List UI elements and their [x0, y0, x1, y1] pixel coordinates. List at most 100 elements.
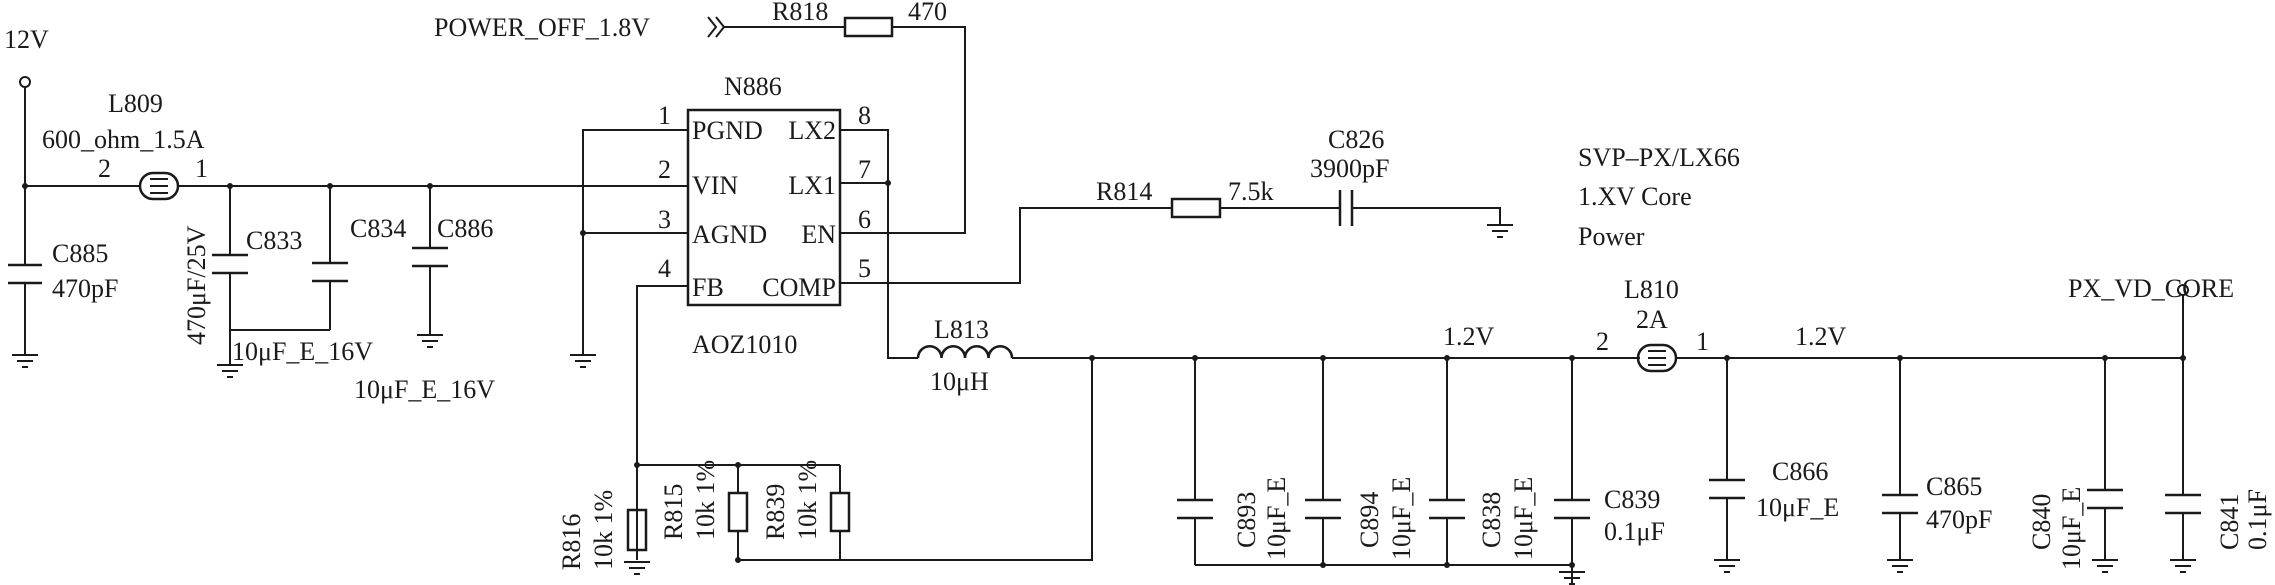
ic-n886: N886 AOZ1010 1 PGND 2 VIN 3 AGND 4 FB 8 … [658, 72, 871, 359]
pin-3-num: 3 [658, 205, 671, 234]
ground-icon [1487, 224, 1513, 238]
junction-dot [1320, 355, 1326, 361]
ferrite-bead-icon [1636, 343, 1678, 373]
pin-8-name: LX2 [788, 116, 836, 145]
l810-value: 2A [1636, 305, 1668, 334]
ground-icon [570, 354, 596, 368]
cap-c834: C834 10μF_E_16V [232, 214, 406, 366]
c894-value: 10μF_E [1387, 477, 1416, 560]
l809-ref: L809 [108, 89, 163, 118]
ground-icon [217, 364, 243, 378]
l810-pin-2: 2 [1596, 327, 1609, 356]
pin-1-num: 1 [658, 101, 671, 130]
cap-c841: C841 0.1μF [2165, 489, 2272, 550]
inductor-l813: L813 10μH [916, 315, 1014, 396]
l809-value: 600_ohm_1.5A [42, 125, 205, 154]
res-r839: R839 10k 1% [761, 460, 851, 540]
capacitor-icon [1338, 190, 1354, 226]
resistor-icon [727, 491, 749, 533]
ground-icon [12, 354, 38, 368]
cap-c885: C885 470pF [8, 239, 118, 303]
junction-dot [1569, 562, 1575, 568]
pin-5-num: 5 [858, 254, 871, 283]
note-line-3: Power [1578, 222, 1645, 251]
cap-c839: C839 0.1μF [1604, 485, 1665, 546]
cap-c886: C886 10μF_E_16V [354, 214, 495, 404]
resistor-icon [626, 508, 648, 552]
c834-value: 10μF_E_16V [232, 337, 373, 366]
pin-3-name: AGND [692, 220, 767, 249]
c839-ref: C839 [1604, 485, 1660, 514]
c886-value: 10μF_E_16V [354, 375, 495, 404]
capacitor-icon [312, 261, 348, 283]
ic-ref: N886 [724, 72, 782, 101]
cap-c893: C893 10μF_E [1177, 477, 1291, 560]
ground-icon [2092, 559, 2118, 573]
junction-dot [1192, 355, 1198, 361]
c826-ref: C826 [1328, 125, 1384, 154]
junction-dot [22, 183, 28, 189]
res-r815: R815 10k 1% [659, 460, 749, 540]
note-line-1: SVP–PX/LX66 [1578, 143, 1740, 172]
r839-ref: R839 [761, 484, 790, 540]
capacitor-icon [1554, 498, 1590, 520]
terminal-12v-icon [19, 76, 31, 88]
net-output-label: PX_VD_CORE [2068, 274, 2234, 303]
c838-value: 10μF_E [1509, 477, 1538, 560]
pin-2-num: 2 [658, 155, 671, 184]
junction-dot [427, 183, 433, 189]
c885-ref: C885 [52, 239, 108, 268]
r815-value: 10k 1% [691, 460, 720, 540]
l813-ref: L813 [934, 315, 989, 344]
res-r814: R814 7.5k [1096, 177, 1274, 219]
pin-8-num: 8 [858, 101, 871, 130]
resistor-icon [843, 16, 894, 38]
junction-dot [1724, 355, 1730, 361]
pin-5-name: COMP [762, 273, 836, 302]
junction-dot [1320, 562, 1326, 568]
inductor-icon [916, 345, 1014, 359]
r818-value: 470 [908, 0, 947, 26]
ground-icon [1887, 559, 1913, 573]
note-line-2: 1.XV Core [1578, 182, 1692, 211]
res-r816: R816 10k 1% [557, 490, 648, 570]
junction-dot [1444, 562, 1450, 568]
c866-ref: C866 [1772, 457, 1828, 486]
pin-7-name: LX1 [788, 171, 836, 200]
pin-7-num: 7 [858, 155, 871, 184]
ground-symbols [12, 224, 2196, 585]
net-1-2v-label-1: 1.2V [1443, 322, 1495, 351]
c893-ref: C893 [1232, 492, 1261, 548]
capacitor-icon [212, 253, 248, 275]
c885-value: 470pF [52, 274, 118, 303]
c841-ref: C841 [2215, 494, 2244, 550]
c841-value: 0.1μF [2243, 489, 2272, 550]
cap-c865: C865 470pF [1882, 472, 1992, 534]
junction-dot [1897, 355, 1903, 361]
c834-ref: C834 [350, 214, 406, 243]
c886-ref: C886 [437, 214, 493, 243]
off-page-connector-icon [707, 16, 726, 38]
c894-ref: C894 [1355, 492, 1384, 548]
res-r818: R818 470 [772, 0, 947, 38]
c833-ref: C833 [246, 226, 302, 255]
c840-ref: C840 [2027, 494, 2056, 550]
net-1-2v-label-2: 1.2V [1795, 322, 1847, 351]
junction-dot [885, 180, 891, 186]
r816-ref: R816 [557, 514, 586, 570]
cap-c838: C838 10μF_E [1477, 477, 1590, 560]
r818-ref: R818 [772, 0, 828, 26]
junction-dot [1569, 355, 1575, 361]
r814-value: 7.5k [1228, 177, 1274, 206]
cap-c840: C840 10μF_E [2027, 487, 2123, 570]
capacitor-icon [1429, 498, 1465, 520]
c840-value: 10μF_E [2057, 487, 2086, 570]
junction-dot [227, 183, 233, 189]
junction-dot [634, 462, 640, 468]
c826-value: 3900pF [1310, 154, 1389, 183]
c833-bulk-value: 470μF/25V [182, 225, 211, 345]
ferrite-l809: L809 600_ohm_1.5A 2 1 [42, 89, 208, 201]
c865-value: 470pF [1926, 505, 1992, 534]
ferrite-l810: L810 2A 2 1 [1596, 275, 1709, 373]
